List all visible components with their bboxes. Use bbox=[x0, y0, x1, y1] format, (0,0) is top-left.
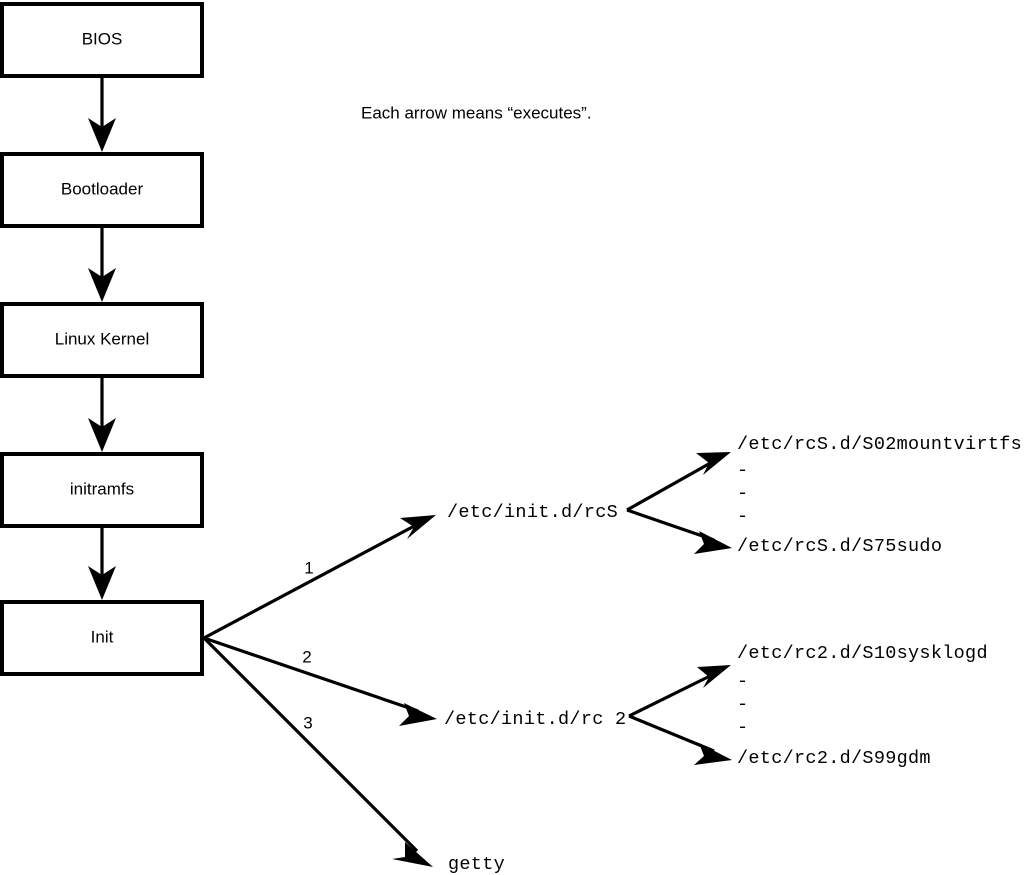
node-linux-kernel-rect[interactable] bbox=[0, 302, 204, 378]
label-init-d-rc2: /etc/init.d/rc 2 bbox=[444, 709, 626, 730]
node-initramfs[interactable]: initramfs bbox=[0, 452, 204, 528]
arrow-kernel-to-initramfs bbox=[88, 376, 116, 452]
arrow-rc2-to-first-script bbox=[628, 665, 731, 718]
vertical-arrows-group bbox=[88, 76, 116, 600]
middle-labels-group: /etc/init.d/rcS /etc/init.d/rc 2 getty bbox=[444, 502, 626, 875]
rc2-ellipsis-dash-3: - bbox=[737, 717, 748, 738]
node-bios-label: BIOS bbox=[82, 29, 123, 48]
node-init-rect[interactable] bbox=[0, 600, 204, 676]
rcs-fork-group: /etc/rcS.d/S02mountvirtfs - - - /etc/rcS… bbox=[626, 434, 1022, 557]
rc2-ellipsis-dash-2: - bbox=[737, 694, 748, 715]
arrow-init-branch-3 bbox=[202, 636, 433, 867]
node-init[interactable]: Init bbox=[0, 600, 204, 676]
rc2-ellipsis-dash-1: - bbox=[737, 671, 748, 692]
rcs-ellipsis-dash-1: - bbox=[737, 460, 748, 481]
node-bios[interactable]: BIOS bbox=[0, 2, 204, 78]
node-init-label: Init bbox=[91, 627, 114, 646]
arrow-rc2-to-last-script bbox=[628, 714, 732, 765]
rcs-ellipsis-dash-2: - bbox=[737, 483, 748, 504]
node-bootloader[interactable]: Bootloader bbox=[0, 152, 204, 228]
arrow-bios-to-bootloader bbox=[88, 76, 116, 152]
rc2-fork-group: /etc/rc2.d/S10sysklogd - - - /etc/rc2.d/… bbox=[628, 643, 988, 769]
arrow-bootloader-to-kernel bbox=[88, 226, 116, 302]
node-bootloader-label: Bootloader bbox=[61, 179, 144, 198]
node-bios-rect[interactable] bbox=[0, 2, 204, 78]
diagram-caption: Each arrow means “executes”. bbox=[361, 103, 592, 122]
arrow-rcs-to-first-script bbox=[626, 452, 731, 512]
label-rc2-last-script: /etc/rc2.d/S99gdm bbox=[737, 748, 931, 769]
node-initramfs-rect[interactable] bbox=[0, 452, 204, 528]
label-rcs-first-script: /etc/rcS.d/S02mountvirtfs bbox=[737, 434, 1022, 455]
arrow-init-branch-2 bbox=[203, 636, 437, 726]
boot-chain-group: BIOS Bootloader Linux Kernel initramfs I… bbox=[0, 2, 204, 676]
node-linux-kernel-label: Linux Kernel bbox=[55, 329, 150, 348]
node-linux-kernel[interactable]: Linux Kernel bbox=[0, 302, 204, 378]
branch-number-2: 2 bbox=[302, 647, 311, 666]
init-fanout-group: 1 2 3 bbox=[202, 515, 437, 867]
branch-number-1: 1 bbox=[304, 558, 313, 577]
rcs-ellipsis-dash-3: - bbox=[737, 506, 748, 527]
arrow-initramfs-to-init bbox=[88, 526, 116, 600]
label-init-d-rcs: /etc/init.d/rcS bbox=[447, 502, 618, 523]
label-getty: getty bbox=[448, 854, 505, 875]
label-rc2-first-script: /etc/rc2.d/S10sysklogd bbox=[737, 643, 988, 664]
node-initramfs-label: initramfs bbox=[70, 479, 134, 498]
label-rcs-last-script: /etc/rcS.d/S75sudo bbox=[737, 536, 942, 557]
arrow-init-branch-1 bbox=[203, 515, 436, 640]
arrow-rcs-to-last-script bbox=[626, 508, 732, 554]
branch-number-3: 3 bbox=[303, 713, 312, 732]
